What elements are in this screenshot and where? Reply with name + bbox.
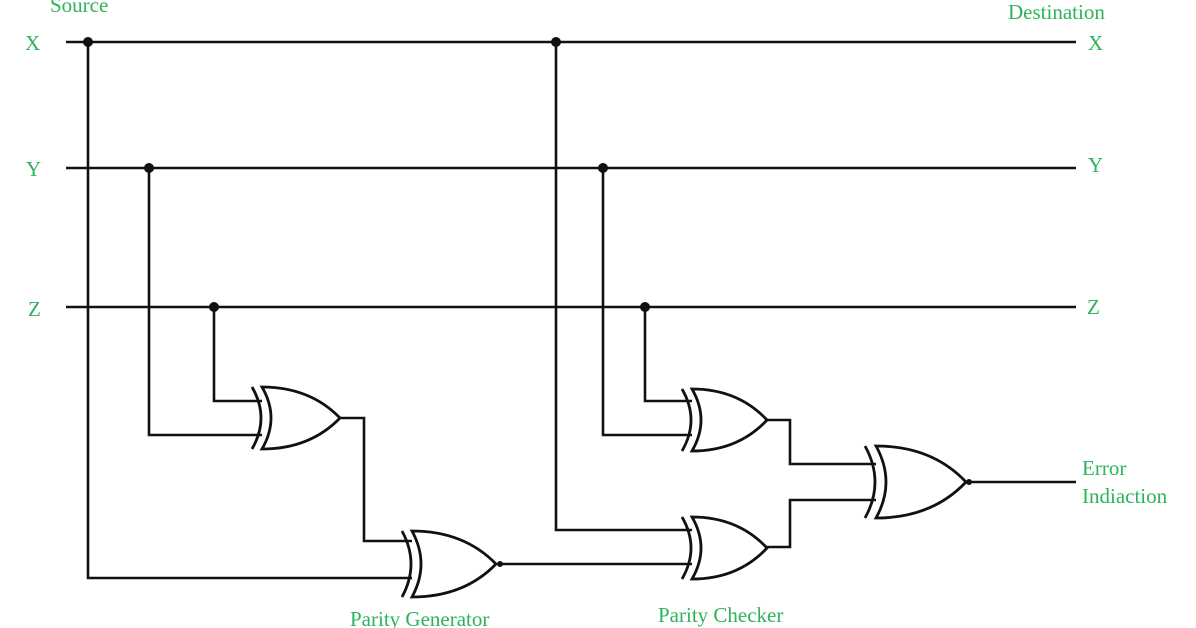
xor-gate-generator-2 <box>400 529 503 599</box>
output-z-label: Z <box>1087 295 1100 319</box>
junction-dot <box>640 302 650 312</box>
junction-dot <box>551 37 561 47</box>
output-x-label: X <box>1088 31 1103 55</box>
destination-label: Destination <box>1008 0 1105 24</box>
junction-dot <box>598 163 608 173</box>
input-x-label: X <box>25 31 40 55</box>
input-z-label: Z <box>28 297 41 321</box>
junction-dot <box>144 163 154 173</box>
error-indication-label-line2: Indiaction <box>1082 484 1168 508</box>
wire-x-to-generator <box>86 42 412 580</box>
error-indication-label-line1: Error <box>1082 456 1126 480</box>
xor-gate-error <box>863 444 972 520</box>
wire-y-to-checker1 <box>601 168 692 437</box>
wire-checker2-to-error <box>767 498 876 549</box>
parity-checker-label: Parity Checker <box>658 603 783 627</box>
xor-gate-checker-2 <box>680 515 769 581</box>
wire-y-to-xor1 <box>147 168 262 437</box>
junction-dot <box>209 302 219 312</box>
junction-dot <box>83 37 93 47</box>
wire-checker1-to-error <box>767 418 876 466</box>
parity-generator-label: Parity Generator <box>350 607 489 628</box>
output-y-label: Y <box>1088 153 1103 177</box>
xor-gate-checker-1 <box>680 387 769 453</box>
wire-z-to-checker1 <box>643 307 692 403</box>
wire-xor1-to-xor2 <box>339 416 412 543</box>
input-y-label: Y <box>26 157 41 181</box>
source-label: Source <box>50 0 108 17</box>
xor-gate-generator-1 <box>250 385 342 451</box>
wire-x-to-checker <box>554 42 692 532</box>
wire-z-to-xor1 <box>212 307 262 403</box>
